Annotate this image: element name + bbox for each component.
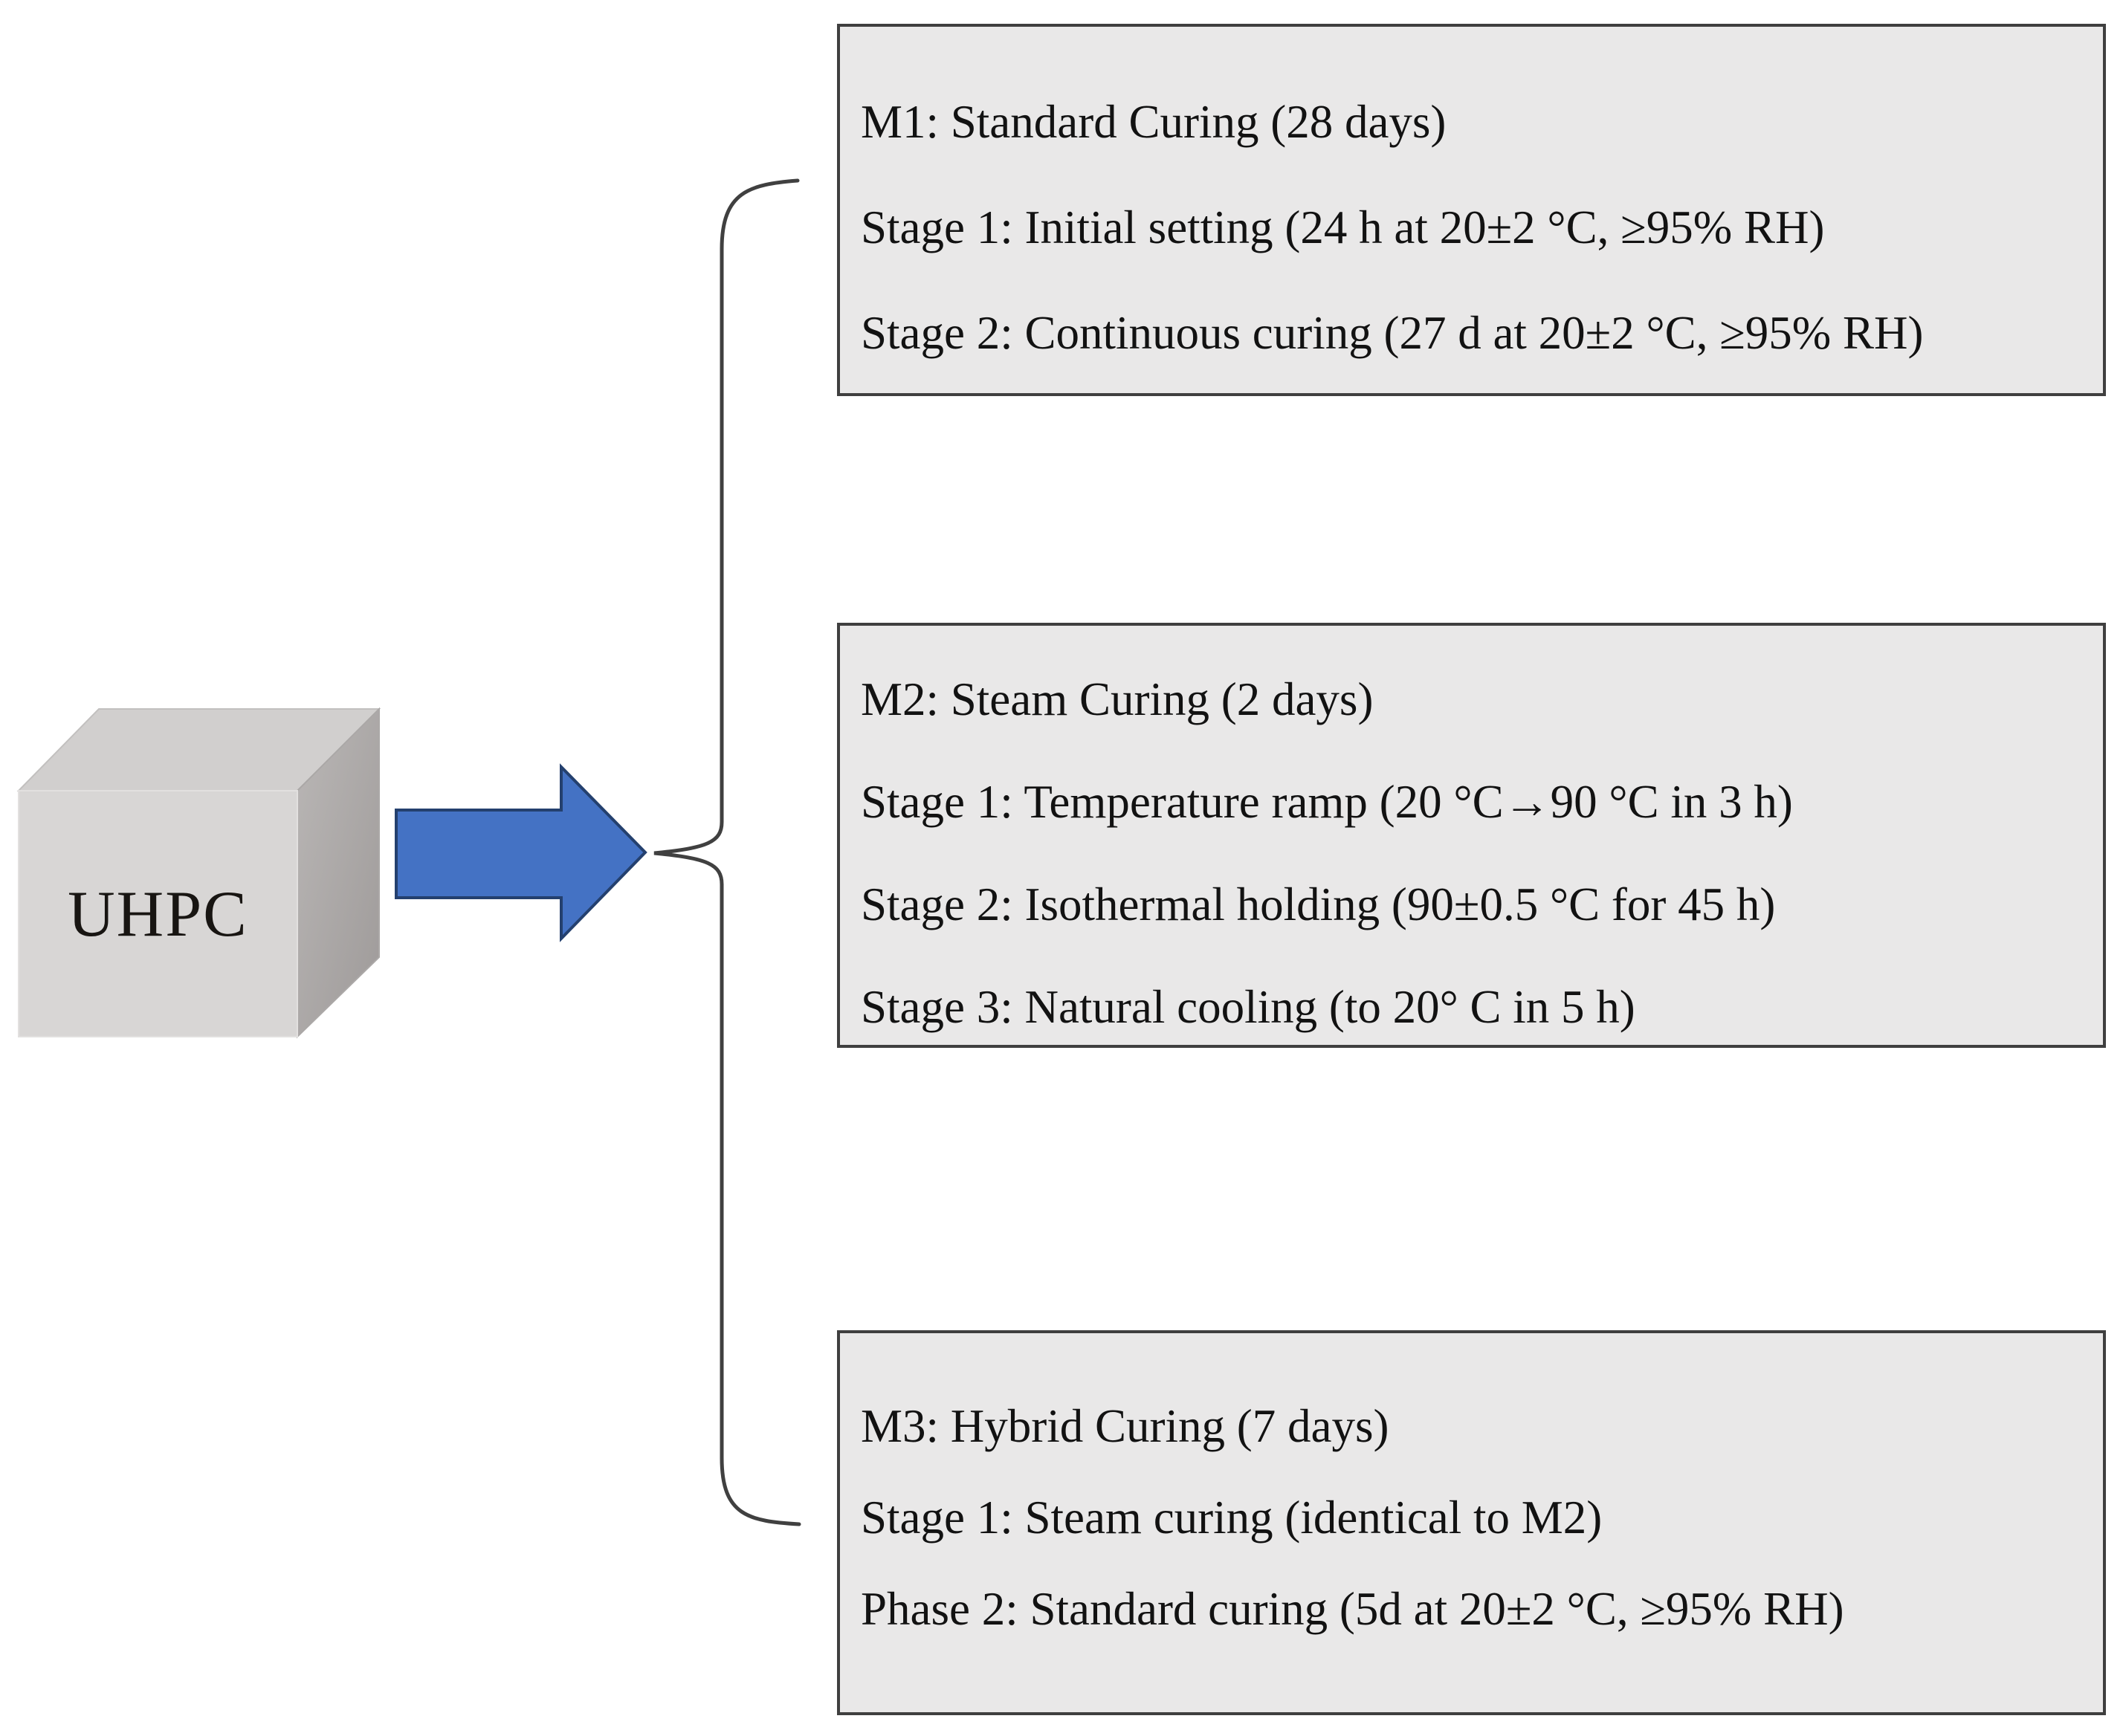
- m3-phase-2: Phase 2: Standard curing (5d at 20±2 °C,…: [861, 1583, 1844, 1635]
- m2-title: M2: Steam Curing (2 days): [861, 673, 1374, 725]
- method-box-m2: M2: Steam Curing (2 days) Stage 1: Tempe…: [837, 623, 2106, 1048]
- m3-title: M3: Hybrid Curing (7 days): [861, 1400, 1389, 1452]
- cube-front-face: [18, 790, 298, 1037]
- m3-stage-1: Stage 1: Steam curing (identical to M2): [861, 1492, 1603, 1544]
- method-box-m1: M1: Standard Curing (28 days) Stage 1: I…: [837, 24, 2106, 396]
- m2-stage-3: Stage 3: Natural cooling (to 20° C in 5 …: [861, 981, 1635, 1033]
- cube-label: UHPC: [68, 878, 248, 950]
- m2-stage-2: Stage 2: Isothermal holding (90±0.5 °C f…: [861, 878, 1776, 930]
- method-box-m3: M3: Hybrid Curing (7 days) Stage 1: Stea…: [837, 1330, 2106, 1715]
- m1-stage-1: Stage 1: Initial setting (24 h at 20±2 °…: [861, 201, 1825, 253]
- flow-arrow-icon: [395, 763, 647, 942]
- m1-stage-2: Stage 2: Continuous curing (27 d at 20±2…: [861, 307, 1924, 359]
- m2-stage-1: Stage 1: Temperature ramp (20 °C→90 °C i…: [861, 776, 1793, 828]
- uhpc-cube-icon: [16, 707, 381, 1039]
- brace-icon: [653, 178, 801, 1526]
- m1-title: M1: Standard Curing (28 days): [861, 96, 1447, 148]
